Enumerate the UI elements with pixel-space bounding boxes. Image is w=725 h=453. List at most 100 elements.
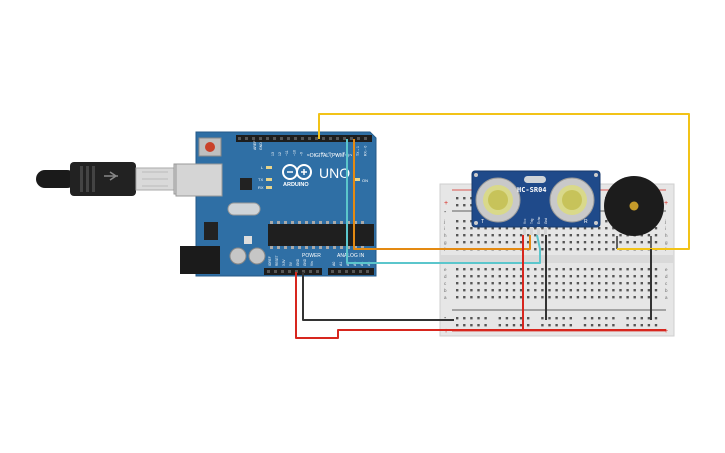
breadboard-hole[interactable] xyxy=(569,241,572,244)
breadboard-hole[interactable] xyxy=(534,289,537,292)
breadboard-hole[interactable] xyxy=(640,296,643,299)
breadboard-hole[interactable] xyxy=(527,282,530,285)
breadboard-hole[interactable] xyxy=(605,227,608,230)
breadboard-hole[interactable] xyxy=(605,317,608,320)
breadboard-hole[interactable] xyxy=(463,268,466,271)
breadboard-hole[interactable] xyxy=(654,268,658,271)
breadboard-hole[interactable] xyxy=(633,317,636,320)
breadboard-hole[interactable] xyxy=(626,241,629,244)
breadboard-hole[interactable] xyxy=(654,275,658,278)
breadboard-hole[interactable] xyxy=(612,296,615,299)
breadboard-hole[interactable] xyxy=(583,282,587,285)
breadboard-hole[interactable] xyxy=(605,324,608,327)
breadboard-hole[interactable] xyxy=(477,296,480,299)
breadboard-hole[interactable] xyxy=(463,220,466,223)
breadboard-hole[interactable] xyxy=(576,289,580,292)
breadboard-hole[interactable] xyxy=(605,282,608,285)
breadboard-hole[interactable] xyxy=(640,317,643,320)
breadboard-hole[interactable] xyxy=(541,324,544,327)
breadboard-hole[interactable] xyxy=(640,268,643,271)
breadboard-hole[interactable] xyxy=(619,296,622,299)
breadboard-hole[interactable] xyxy=(548,268,551,271)
breadboard-hole[interactable] xyxy=(456,220,459,223)
breadboard-hole[interactable] xyxy=(590,317,594,320)
breadboard-hole[interactable] xyxy=(647,268,651,271)
breadboard-hole[interactable] xyxy=(626,275,629,278)
breadboard-hole[interactable] xyxy=(470,324,473,327)
breadboard-hole[interactable] xyxy=(555,227,558,230)
breadboard-hole[interactable] xyxy=(548,275,551,278)
breadboard-hole[interactable] xyxy=(512,234,516,237)
breadboard-hole[interactable] xyxy=(512,296,516,299)
breadboard-hole[interactable] xyxy=(541,282,544,285)
breadboard-hole[interactable] xyxy=(463,275,466,278)
breadboard-hole[interactable] xyxy=(463,289,466,292)
breadboard-hole[interactable] xyxy=(583,324,587,327)
breadboard-hole[interactable] xyxy=(491,275,494,278)
breadboard-hole[interactable] xyxy=(505,268,509,271)
breadboard-hole[interactable] xyxy=(598,317,601,320)
wire-black[interactable] xyxy=(302,272,454,321)
breadboard-hole[interactable] xyxy=(640,241,643,244)
breadboard-hole[interactable] xyxy=(505,275,509,278)
breadboard-hole[interactable] xyxy=(491,268,494,271)
breadboard-hole[interactable] xyxy=(527,227,530,230)
breadboard-hole[interactable] xyxy=(562,248,565,251)
breadboard-hole[interactable] xyxy=(484,241,487,244)
breadboard-hole[interactable] xyxy=(470,268,473,271)
breadboard-hole[interactable] xyxy=(640,289,643,292)
breadboard-hole[interactable] xyxy=(456,324,459,327)
breadboard-hole[interactable] xyxy=(519,234,523,237)
breadboard-hole[interactable] xyxy=(470,289,473,292)
breadboard-hole[interactable] xyxy=(498,268,501,271)
breadboard-hole[interactable] xyxy=(505,282,509,285)
breadboard-hole[interactable] xyxy=(477,289,480,292)
breadboard-hole[interactable] xyxy=(548,289,551,292)
breadboard-hole[interactable] xyxy=(541,268,544,271)
breadboard-hole[interactable] xyxy=(456,204,459,207)
breadboard-hole[interactable] xyxy=(463,204,466,207)
breadboard-hole[interactable] xyxy=(633,268,636,271)
breadboard-hole[interactable] xyxy=(534,248,537,251)
breadboard-hole[interactable] xyxy=(541,296,544,299)
breadboard-hole[interactable] xyxy=(562,289,565,292)
wire-teal[interactable] xyxy=(346,139,541,264)
breadboard-hole[interactable] xyxy=(470,241,473,244)
breadboard-hole[interactable] xyxy=(562,275,565,278)
breadboard-hole[interactable] xyxy=(654,289,658,292)
breadboard-hole[interactable] xyxy=(626,268,629,271)
breadboard-hole[interactable] xyxy=(583,248,587,251)
breadboard-hole[interactable] xyxy=(612,248,615,251)
breadboard-hole[interactable] xyxy=(477,275,480,278)
breadboard-hole[interactable] xyxy=(612,275,615,278)
breadboard-hole[interactable] xyxy=(498,275,501,278)
breadboard-hole[interactable] xyxy=(626,317,629,320)
breadboard-hole[interactable] xyxy=(519,296,523,299)
breadboard-hole[interactable] xyxy=(555,234,558,237)
breadboard-hole[interactable] xyxy=(527,275,530,278)
breadboard-hole[interactable] xyxy=(654,227,658,230)
breadboard-hole[interactable] xyxy=(470,227,473,230)
breadboard-hole[interactable] xyxy=(527,289,530,292)
breadboard-hole[interactable] xyxy=(626,289,629,292)
breadboard-hole[interactable] xyxy=(512,268,516,271)
breadboard-hole[interactable] xyxy=(519,324,523,327)
breadboard-hole[interactable] xyxy=(647,317,651,320)
breadboard-hole[interactable] xyxy=(534,296,537,299)
breadboard-hole[interactable] xyxy=(569,282,572,285)
breadboard-hole[interactable] xyxy=(647,275,651,278)
breadboard-hole[interactable] xyxy=(555,275,558,278)
breadboard-hole[interactable] xyxy=(569,275,572,278)
breadboard-hole[interactable] xyxy=(519,289,523,292)
breadboard-hole[interactable] xyxy=(590,234,594,237)
breadboard-hole[interactable] xyxy=(598,234,601,237)
breadboard-hole[interactable] xyxy=(463,227,466,230)
breadboard-hole[interactable] xyxy=(498,227,501,230)
breadboard-hole[interactable] xyxy=(598,282,601,285)
breadboard-hole[interactable] xyxy=(541,241,544,244)
breadboard-hole[interactable] xyxy=(470,317,473,320)
breadboard-hole[interactable] xyxy=(612,227,615,230)
breadboard-hole[interactable] xyxy=(555,324,558,327)
breadboard-hole[interactable] xyxy=(477,241,480,244)
breadboard-hole[interactable] xyxy=(590,296,594,299)
